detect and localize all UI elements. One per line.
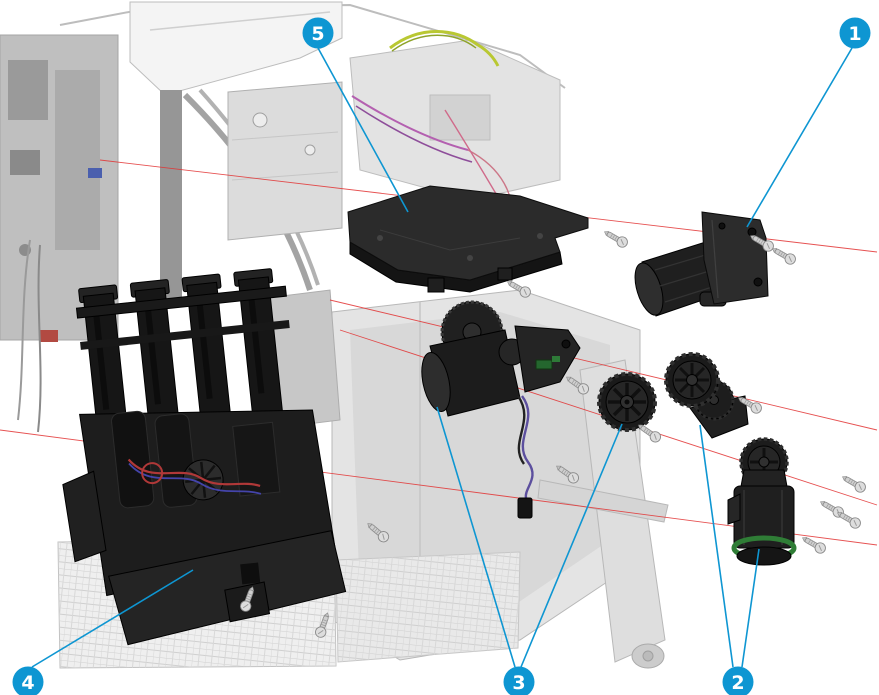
callout-4: 4 (12, 666, 44, 695)
callout-5-label: 5 (311, 23, 324, 45)
motor-3-cable (521, 395, 534, 499)
callout-2: 2 (722, 666, 754, 695)
callout-5: 5 (302, 17, 334, 49)
motor-3-pcb (535, 359, 553, 370)
callout-5-badge (302, 17, 334, 49)
motor-assembly-part-1 (634, 211, 769, 317)
wire-loop (141, 462, 164, 485)
callout-3: 3 (503, 666, 535, 695)
leader-line-2b (741, 548, 760, 668)
callout-2-badge (722, 666, 754, 695)
callout-1: 1 (839, 17, 871, 49)
leader-line-3a (436, 406, 516, 668)
leader-line-1 (746, 47, 853, 228)
callout-1-label: 1 (848, 23, 861, 45)
screw-icon (601, 226, 630, 250)
motor-assembly-part-3 (421, 300, 581, 519)
callout-4-label: 4 (21, 672, 34, 694)
motor-3-connector (517, 497, 533, 519)
gear-part-3 (597, 372, 657, 432)
leader-line-5 (317, 47, 409, 213)
service-station-wire-red (127, 458, 261, 487)
printer-chassis-background (0, 1, 669, 669)
callout-3-badge (503, 666, 535, 695)
callout-3-label: 3 (512, 672, 525, 694)
service-station-assembly-part-4 (62, 268, 347, 646)
motor-part-2 (727, 437, 797, 566)
leader-line-2a (699, 424, 734, 668)
service-station-base (108, 530, 347, 646)
alignment-line (329, 299, 878, 431)
leader-line-3b (520, 423, 623, 668)
callout-leader-lines (31, 47, 853, 668)
screw-icon (839, 471, 868, 495)
gear-cluster-part-2 (664, 352, 749, 439)
leader-line-4 (31, 569, 194, 668)
callout-4-badge (12, 666, 44, 695)
callout-1-badge (839, 17, 871, 49)
service-station-towers (75, 268, 290, 432)
callout-2-label: 2 (731, 672, 744, 694)
top-cover-part-5 (347, 185, 589, 293)
service-station-wire-blue (128, 462, 262, 495)
top-cover-surface (347, 185, 589, 281)
screw-icon (769, 243, 798, 267)
